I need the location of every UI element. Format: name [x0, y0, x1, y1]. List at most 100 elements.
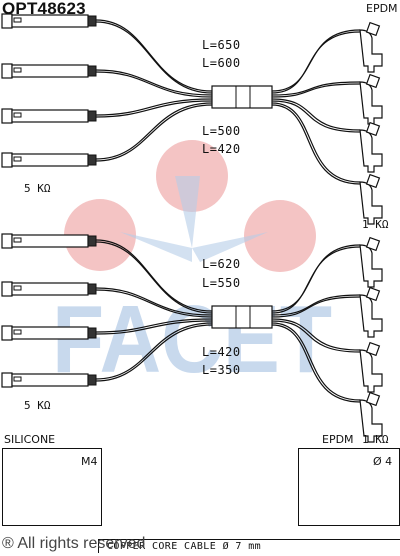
coil-connector [359, 244, 383, 288]
plug-boot-collar [87, 374, 97, 386]
cable-left-b [95, 100, 213, 118]
cable-right-a [271, 244, 361, 312]
cable-left-b [95, 21, 213, 94]
plug-boot [11, 282, 89, 296]
cable-left-a [95, 322, 213, 380]
plug-boot-collar [87, 154, 97, 166]
cable-left-a [95, 239, 213, 312]
watermark-circle-right [244, 200, 316, 272]
plug-clip [13, 156, 22, 162]
plug-boot [11, 326, 89, 340]
set2-length-c: L=420 [202, 345, 241, 359]
plug-terminal [1, 281, 13, 297]
coil-connector [359, 294, 383, 338]
coil-resistance: 1 KΩ [362, 433, 389, 446]
cable-spec: COPPER CORE CABLE Ø 7 mm [98, 539, 400, 553]
coil-connector [359, 349, 383, 393]
set1-resistance-right: 1 KΩ [362, 218, 389, 231]
cable-right-a [271, 318, 361, 351]
coil-boot-cap [365, 121, 381, 137]
cable-right-a [271, 98, 361, 131]
coil-panel: Ø 4 [298, 448, 400, 526]
cable-left-a [95, 69, 213, 96]
plug-clip [13, 67, 22, 73]
coil-boot-cap [365, 391, 381, 407]
cable-left-a [95, 318, 213, 333]
plug-thread-label: M4 [81, 455, 98, 468]
cable-right-b [271, 104, 361, 185]
cable-left-b [95, 104, 213, 162]
coil-boot-cap [365, 73, 381, 89]
set1-length-a: L=650 [202, 38, 241, 52]
plug-clip [13, 17, 22, 23]
cable-left-a [95, 98, 213, 116]
plug-boot-collar [87, 110, 97, 122]
coil-boot-cap [365, 236, 381, 252]
cable-right-a [271, 294, 361, 316]
plug-clip [13, 237, 22, 243]
plug-clip [13, 329, 22, 335]
plug-terminal [1, 108, 13, 124]
plug-boot [11, 109, 89, 123]
plug-boot [11, 234, 89, 248]
plug-boot [11, 373, 89, 387]
plug-clip [13, 285, 22, 291]
cable-right-b [271, 320, 361, 353]
cable-right-b [271, 246, 361, 314]
cable-right-a [271, 81, 361, 96]
plug-clip [13, 112, 22, 118]
set2-resistance: 5 KΩ [24, 399, 51, 412]
coil-boot-cap [365, 173, 381, 189]
set1-length-d: L=420 [202, 142, 241, 156]
plug-boot-collar [87, 235, 97, 247]
silicone-label: SILICONE [4, 433, 56, 446]
copyright-footer: ® All rights reserved [2, 535, 146, 552]
cable-separator [211, 85, 273, 109]
coil-boot-cap [365, 341, 381, 357]
coil-boot-cap [365, 286, 381, 302]
coil-connector [359, 399, 383, 443]
plug-terminal [1, 325, 13, 341]
set1-length-c: L=500 [202, 124, 241, 138]
epdm-label-bottom: EPDM [322, 433, 354, 446]
cable-right-b [271, 31, 361, 94]
set1-resistance: 5 KΩ [24, 182, 51, 195]
set2-length-d: L=350 [202, 363, 241, 377]
watermark-circle-left [64, 199, 136, 271]
coil-connector [359, 81, 383, 125]
plug-boot-collar [87, 283, 97, 295]
set2-length-a: L=620 [202, 257, 241, 271]
plug-boot [11, 64, 89, 78]
plug-clip [13, 376, 22, 382]
cable-left-b [95, 241, 213, 314]
cable-left-b [95, 320, 213, 335]
set1-length-b: L=600 [202, 56, 241, 70]
cable-left-b [95, 289, 213, 318]
plug-terminal [1, 233, 13, 249]
watermark-text: FACET [52, 286, 332, 393]
coil-connector [359, 29, 383, 73]
cable-right-a [271, 322, 361, 401]
watermark-rays [120, 176, 268, 262]
cable-separator [211, 305, 273, 329]
cable-right-b [271, 83, 361, 98]
plug-boot-collar [87, 15, 97, 27]
cable-left-a [95, 102, 213, 160]
plug-terminal [1, 372, 13, 388]
cable-right-b [271, 324, 361, 403]
coil-connector [359, 181, 383, 225]
insulation-label-top: EPDM [366, 2, 398, 15]
cable-left-b [95, 71, 213, 98]
part-number: OPT48623 [2, 0, 86, 18]
plug-terminal [1, 63, 13, 79]
set2-length-b: L=550 [202, 276, 241, 290]
plug-panel: M4 [2, 448, 102, 526]
diameter-label: Ø 4 [373, 455, 393, 468]
cable-right-a [271, 102, 361, 183]
coil-connector [359, 129, 383, 173]
cable-left-a [95, 19, 213, 92]
coil-boot-cap [365, 21, 381, 37]
plug-terminal [1, 152, 13, 168]
cable-right-b [271, 100, 361, 133]
